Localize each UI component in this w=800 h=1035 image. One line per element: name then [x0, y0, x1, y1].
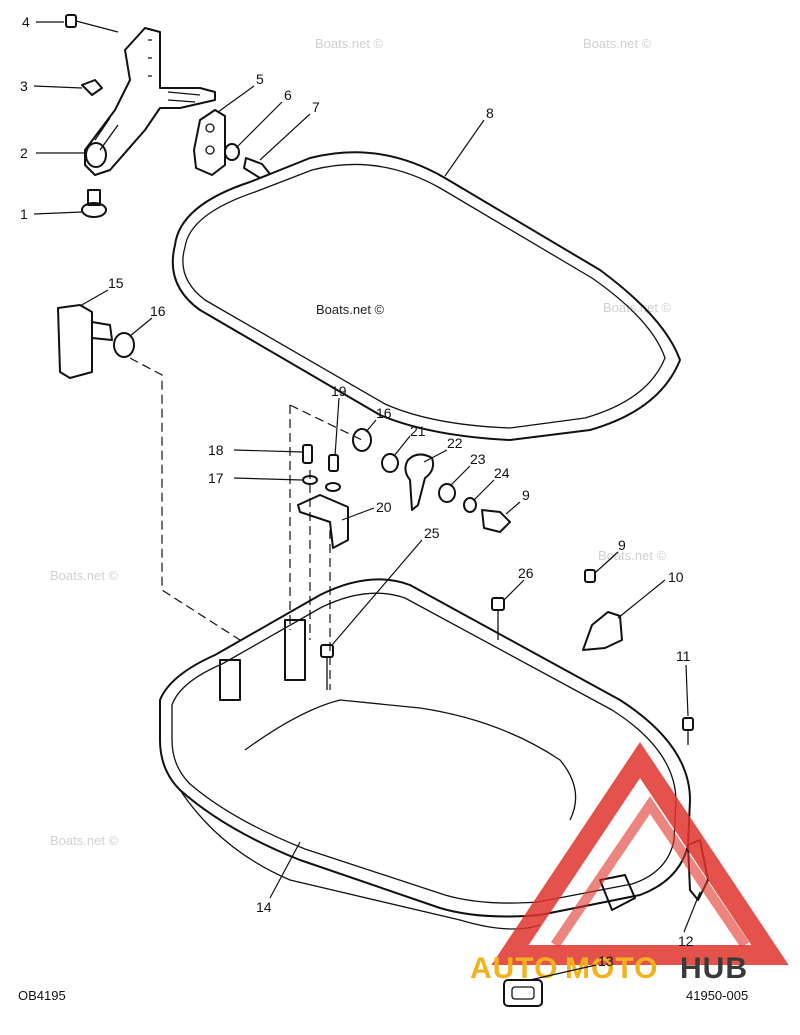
callout-label: 22: [447, 435, 463, 451]
screw-part: [65, 14, 119, 33]
callout-label: 21: [410, 423, 426, 439]
callout-label: 25: [424, 525, 440, 541]
bolt-part: [81, 189, 107, 218]
callout-label: 9: [618, 537, 626, 553]
callout-label: 24: [494, 465, 510, 481]
diagram-code-left: OB4195: [18, 988, 66, 1003]
bottom-cowling-part: [159, 578, 709, 930]
watermark-text: Boats.net ©: [316, 302, 385, 317]
watermark-text: Boats.net ©: [50, 568, 119, 583]
assembly-lines: [129, 357, 363, 690]
nut-part: [381, 453, 399, 473]
watermark-text: Boats.net ©: [50, 833, 119, 848]
callout-label: 1: [20, 206, 28, 222]
callout-label: 7: [312, 99, 320, 115]
screw-part: [320, 644, 334, 690]
callout-label: 16: [376, 405, 392, 421]
brand-hub: HUB: [680, 952, 748, 985]
callout-label: 16: [150, 303, 166, 319]
watermark-text: Boats.net ©: [598, 548, 667, 563]
callout-label: 10: [668, 569, 684, 585]
screw-part: [328, 454, 339, 472]
callout-label: 23: [470, 451, 486, 467]
callout-label: 20: [376, 499, 392, 515]
callout-label: 11: [676, 648, 691, 664]
nut-part: [81, 79, 103, 96]
diagram-code-right: 41950-005: [686, 988, 748, 1003]
grip-part: [57, 304, 113, 379]
brand-auto: AUTO: [470, 952, 558, 985]
watermark-layer: Boats.net © Boats.net © Boats.net © Boat…: [50, 36, 672, 848]
callout-label: 2: [20, 145, 28, 161]
callout-label: 13: [598, 953, 614, 969]
grommet-part: [352, 428, 372, 452]
screw-part: [682, 717, 694, 745]
screw-part: [491, 597, 505, 640]
callout-label: 15: [108, 275, 124, 291]
callout-label: 9: [522, 487, 530, 503]
callout-label: 8: [486, 105, 494, 121]
callout-label: 12: [678, 933, 694, 949]
watermark-text: Boats.net ©: [583, 36, 652, 51]
washer-part: [438, 483, 456, 503]
latch-part: [404, 453, 435, 511]
watermark-text: Boats.net ©: [603, 300, 672, 315]
grommet-part: [113, 332, 135, 358]
callout-label: 4: [22, 14, 30, 30]
bolt-part: [481, 509, 511, 533]
washer-part: [463, 497, 477, 513]
screw-part: [302, 444, 313, 464]
callout-label: 14: [256, 899, 272, 915]
hook-bracket-part: [297, 494, 349, 549]
mount-bracket-part: [582, 611, 623, 651]
callout-label: 18: [208, 442, 224, 458]
plug-part: [503, 979, 543, 1007]
callout-label: 3: [20, 78, 28, 94]
callout-label: 6: [284, 87, 292, 103]
callout-label: 17: [208, 470, 224, 486]
seal-gasket-part: [171, 151, 681, 441]
bracket-part: [84, 27, 216, 176]
plate-part: [193, 109, 226, 176]
callout-numbers: 4 3 2 1 5 6 7 8 15 16 19 16 18 17 21 22 …: [20, 14, 694, 969]
washer-part: [325, 482, 341, 492]
callout-label: 5: [256, 71, 264, 87]
washer-part: [224, 143, 240, 161]
callout-label: 26: [518, 565, 534, 581]
washer-part: [302, 475, 318, 485]
bolt-part: [584, 569, 596, 583]
watermark-text: Boats.net ©: [315, 36, 384, 51]
callout-leaders: [33, 21, 701, 981]
automotohub-logo: AUTO MOTO HUB: [470, 741, 789, 985]
callout-label: 19: [331, 383, 347, 399]
